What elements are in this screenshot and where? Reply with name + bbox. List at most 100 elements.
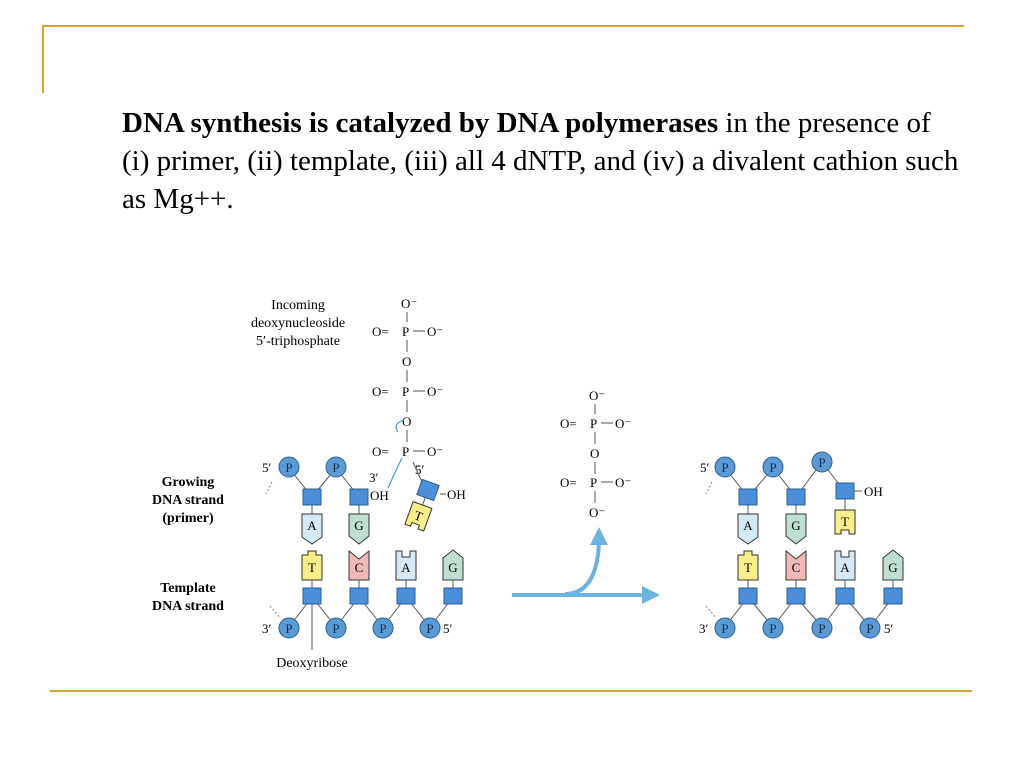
deoxyribose-square — [835, 482, 855, 500]
phosphate-label: P — [769, 460, 776, 475]
top-rule — [42, 25, 964, 27]
phosphate-circle — [372, 617, 394, 639]
phosphate-label: P — [285, 621, 292, 636]
strand-continuation — [705, 481, 713, 495]
statement-rest: in the presence of (i) primer, (ii) temp… — [122, 107, 959, 215]
o-minus: O⁻ — [427, 384, 443, 399]
incoming-nucleotide: T — [404, 478, 440, 532]
base-T-shape — [834, 509, 856, 535]
incoming-label-line1: Incoming — [271, 298, 325, 313]
base-T-shape — [737, 550, 759, 581]
bottom-rule — [50, 690, 972, 692]
growing-label-line1: Growing — [162, 475, 215, 490]
o-double: O= — [560, 475, 577, 490]
o-minus: O⁻ — [427, 324, 443, 339]
template-label-line2: DNA strand — [152, 599, 224, 614]
growing-label-line3: (primer) — [162, 511, 214, 526]
base-C-label: C — [355, 560, 364, 575]
deoxyribose-square — [738, 587, 758, 605]
phosphate-circle — [419, 617, 441, 639]
base-T-label: T — [841, 514, 849, 529]
phosphate-circle — [859, 617, 881, 639]
deoxyribose-square — [443, 587, 463, 605]
base-G-shape — [442, 549, 464, 581]
phosphate-label: P — [379, 621, 386, 636]
base-A-label: A — [743, 518, 753, 533]
phosphate-circle — [278, 617, 300, 639]
phosphate-label: P — [426, 621, 433, 636]
deoxyribose-square — [786, 488, 806, 506]
base-G-shape — [348, 513, 370, 545]
base-G-label: G — [354, 518, 363, 533]
o-minus: O⁻ — [401, 296, 417, 311]
o-bridge: O — [590, 446, 599, 461]
base-T-label: T — [308, 560, 316, 575]
phosphate-label: P — [332, 621, 339, 636]
deoxyribose-square — [302, 587, 322, 605]
base-G-shape — [882, 549, 904, 581]
phosphate-circle — [714, 617, 736, 639]
phosphate-label: P — [332, 460, 339, 475]
deoxyribose-square — [302, 488, 322, 506]
phosphate-label: P — [285, 460, 292, 475]
deoxyribose-square — [349, 488, 369, 506]
o-bridge: O — [402, 354, 411, 369]
phosphate-circle — [714, 456, 736, 478]
base-T-shape — [301, 550, 323, 581]
deoxyribose-square — [738, 488, 758, 506]
phosphate-label: P — [866, 621, 873, 636]
end-label-3prime: 3′ — [262, 621, 272, 636]
deoxyribose-square — [416, 478, 440, 502]
o-double: O= — [372, 384, 389, 399]
base-G-label: G — [448, 560, 457, 575]
end-label-5prime: 5′ — [884, 621, 894, 636]
triphosphate-chain: O⁻ O= P O⁻ O O= P O⁻ O O= P O⁻ — [372, 296, 443, 489]
phosphate-label: P — [721, 460, 728, 475]
deoxyribose-label: Deoxyribose — [276, 656, 348, 671]
base-A-label: A — [840, 560, 850, 575]
end-label-5prime: 5′ — [443, 621, 453, 636]
phosphate-circle — [325, 456, 347, 478]
arrow-head — [642, 586, 660, 604]
end-label-3prime: 3′ — [369, 470, 379, 485]
phosphoester-bond — [412, 461, 423, 483]
left-growing-strand: 5′ P P OH 3′ A G 5′ T — [262, 456, 466, 545]
template-label-line1: Template — [160, 581, 215, 596]
pyrophosphate-release-arrow — [564, 541, 601, 596]
right-template-strand: T C A G P P P — [699, 549, 904, 639]
hydroxyl-label: OH — [447, 487, 466, 502]
end-label-5prime: 5′ — [415, 462, 425, 477]
base-G-label: G — [888, 560, 897, 575]
o-double: O= — [372, 444, 389, 459]
deoxyribose-square — [396, 587, 416, 605]
o-minus: O⁻ — [615, 475, 631, 490]
phosphate-circle — [325, 617, 347, 639]
o-bridge: O — [402, 414, 411, 429]
phosphate-circle — [811, 451, 833, 473]
phosphate-label: P — [818, 621, 825, 636]
pyrophosphate: O⁻ O= P O⁻ O O= P O⁻ O⁻ — [560, 388, 631, 520]
incoming-label-line3: 5′-triphosphate — [256, 334, 340, 349]
slide-statement: DNA synthesis is catalyzed by DNA polyme… — [122, 104, 962, 218]
p-atom: P — [402, 444, 409, 459]
base-G-shape — [785, 513, 807, 545]
right-growing-strand: 5′ P P P OH A G T — [700, 451, 883, 545]
base-C-shape — [785, 549, 807, 581]
base-C-label: C — [792, 560, 801, 575]
deoxyribose-square — [786, 587, 806, 605]
phosphate-label: P — [721, 621, 728, 636]
end-label-5prime: 5′ — [700, 460, 710, 475]
phosphate-circle — [762, 456, 784, 478]
incoming-label-line2: deoxynucleoside — [251, 316, 345, 331]
o-double: O= — [560, 416, 577, 431]
phosphate-circle — [762, 617, 784, 639]
hydroxyl-label: OH — [370, 488, 389, 503]
o-minus: O⁻ — [589, 388, 605, 403]
base-A-label: A — [401, 560, 411, 575]
left-template-strand: T C A G P P P — [262, 549, 464, 671]
deoxyribose-square — [883, 587, 903, 605]
attack-arrow-icon — [387, 457, 403, 489]
left-accent-rule — [42, 25, 44, 93]
